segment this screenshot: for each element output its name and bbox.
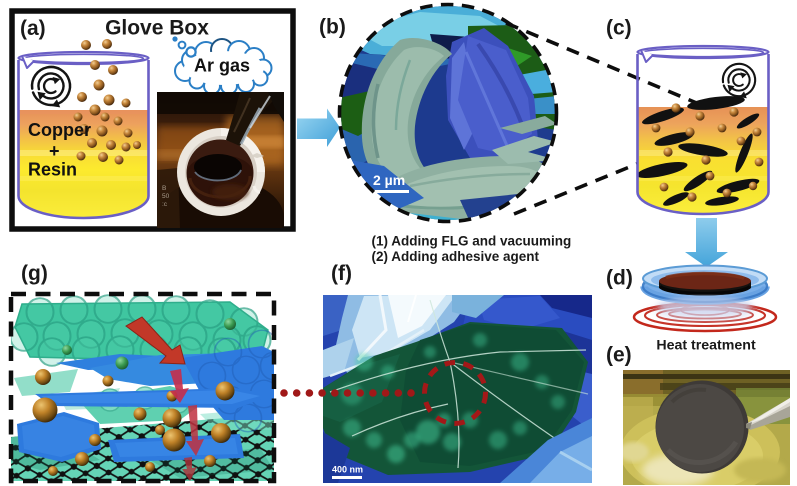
svg-text:(c): (c) [606,17,632,40]
svg-text:(a): (a) [20,17,46,40]
svg-text:2 µm: 2 µm [373,172,405,188]
svg-text:Resin: Resin [28,160,77,180]
svg-text:(g): (g) [21,262,48,285]
svg-text:(e): (e) [606,344,632,367]
svg-text:Heat treatment: Heat treatment [656,338,756,354]
svg-text:50: 50 [162,193,170,200]
svg-text:(d): (d) [606,267,633,290]
svg-text::c: :c [162,201,168,208]
svg-text:Ar gas: Ar gas [194,56,250,76]
svg-text:Glove Box: Glove Box [105,17,209,40]
svg-text:(1) Adding FLG and vacuuming: (1) Adding FLG and vacuuming [372,233,572,248]
svg-text:(b): (b) [319,16,346,39]
svg-text:+: + [49,141,60,161]
svg-text:B: B [162,185,166,192]
svg-text:Copper: Copper [28,120,91,140]
svg-text:(f): (f) [331,262,352,285]
svg-text:(2) Adding adhesive agent: (2) Adding adhesive agent [372,249,540,264]
svg-text:400 nm: 400 nm [332,465,363,475]
